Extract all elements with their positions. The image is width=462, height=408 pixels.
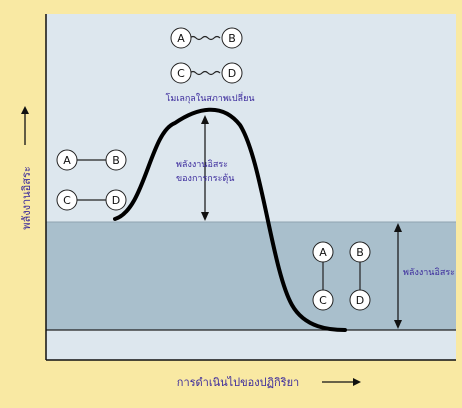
transition-state-molecule: A B C D: [170, 27, 243, 84]
atom-c: [56, 189, 78, 211]
atom-c: [170, 62, 192, 84]
free-energy-change-arrow: [394, 223, 402, 329]
atom-d-label: D: [112, 194, 120, 207]
atom-b-label: B: [228, 32, 236, 45]
atom-b: [221, 27, 243, 49]
activation-energy-label: พลังงานอิสระ ของการกระตุ้น: [176, 159, 234, 184]
atom-c-label: C: [319, 294, 327, 307]
atom-c-label: C: [63, 194, 71, 207]
wavy-bond: [189, 70, 221, 76]
atom-c: [312, 289, 334, 311]
atom-c-label: C: [177, 67, 185, 80]
atom-a: [170, 27, 192, 49]
plot-area-upper: [46, 14, 456, 222]
atom-b: [349, 241, 371, 263]
atom-d: [221, 62, 243, 84]
plot-area-bottom: [46, 330, 456, 360]
atom-b-label: B: [112, 154, 120, 167]
atom-a-label: A: [63, 154, 71, 167]
atom-d: [105, 189, 127, 211]
atom-a-label: A: [177, 32, 185, 45]
reactant-molecules: A B C D: [56, 149, 127, 211]
y-axis-label: พลังงานอิสระ: [20, 166, 33, 230]
activation-energy-label-line1: พลังงานอิสระ: [176, 159, 228, 170]
x-axis-label: การดำเนินไปของปฏิกิริยา: [177, 376, 299, 389]
atom-b: [105, 149, 127, 171]
atom-d-label: D: [228, 67, 236, 80]
atom-d: [349, 289, 371, 311]
plot-area-lower: [46, 222, 456, 330]
transition-state-label: โมเลกุลในสภาพเปลี่ยน: [165, 91, 254, 104]
wavy-bond: [189, 35, 221, 41]
product-molecules: A C B D: [312, 241, 371, 311]
atom-d-label: D: [356, 294, 364, 307]
x-axis-arrow: [322, 378, 361, 386]
atom-b-label: B: [356, 246, 364, 259]
y-axis-arrow: [21, 106, 29, 145]
activation-energy-arrow: [201, 115, 209, 221]
energy-curve: [113, 107, 347, 332]
atom-a: [312, 241, 334, 263]
activation-energy-label-line2: ของการกระตุ้น: [176, 173, 234, 184]
free-energy-change-label: พลังงานอิสระ: [403, 267, 455, 278]
atom-a-label: A: [319, 246, 327, 259]
atom-a: [56, 149, 78, 171]
